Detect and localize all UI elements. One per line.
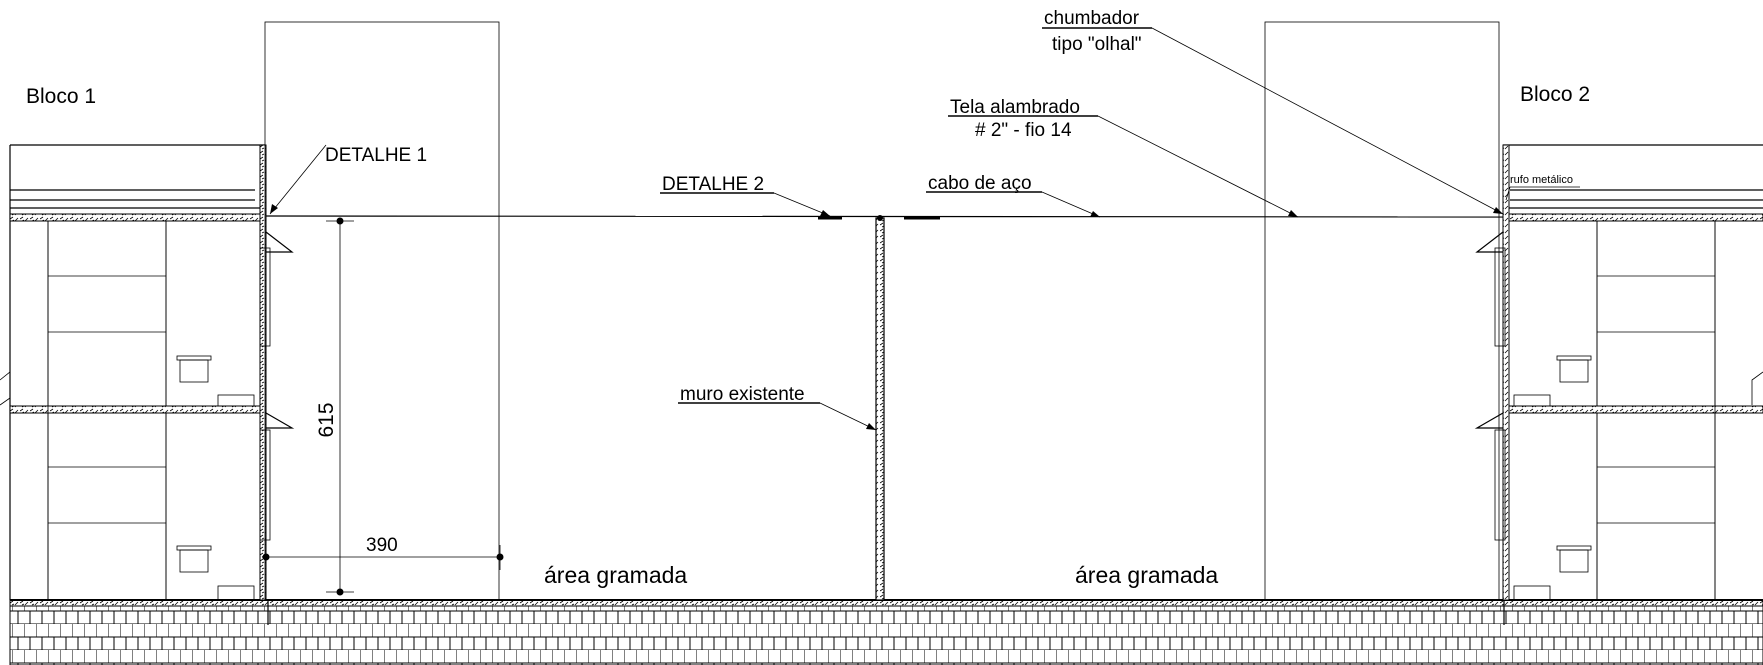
building-bloco-2 [1474,144,1763,625]
label-area-left: área gramada [544,562,687,588]
leader-detalhe-1 [269,144,327,215]
label-rufo: rufo metálico [1510,174,1573,186]
dimension-horizontal [262,545,504,600]
leader-tela [948,115,1299,218]
building-bloco-1 [0,144,295,625]
label-muro: muro existente [680,384,805,405]
dimension-vertical-label: 615 [315,402,338,437]
dimension-vertical [326,217,354,596]
label-tela-line2: # 2" - fio 14 [975,120,1072,141]
label-bloco-2: Bloco 2 [1520,83,1590,106]
existing-wall [875,217,885,601]
label-detalhe-1: DETALHE 1 [325,145,427,166]
leader-rufo [1505,186,1580,201]
label-chumbador-line1: chumbador [1044,8,1140,29]
left-tower-outline [264,21,500,601]
ground-foundation [9,599,1763,665]
label-cabo: cabo de aço [928,173,1032,194]
label-chumbador-line2: tipo "olhal" [1052,34,1142,55]
label-tela-line1: Tela alambrado [950,97,1080,118]
label-area-right: área gramada [1075,562,1218,588]
leader-chumbador [1042,27,1504,215]
label-bloco-1: Bloco 1 [26,85,96,108]
right-tower-outline [1264,21,1500,601]
leader-muro [678,402,877,431]
leader-cabo [926,191,1101,218]
dimension-horizontal-label: 390 [366,535,398,556]
leader-detalhe-2 [660,192,831,217]
label-detalhe-2: DETALHE 2 [662,174,764,195]
